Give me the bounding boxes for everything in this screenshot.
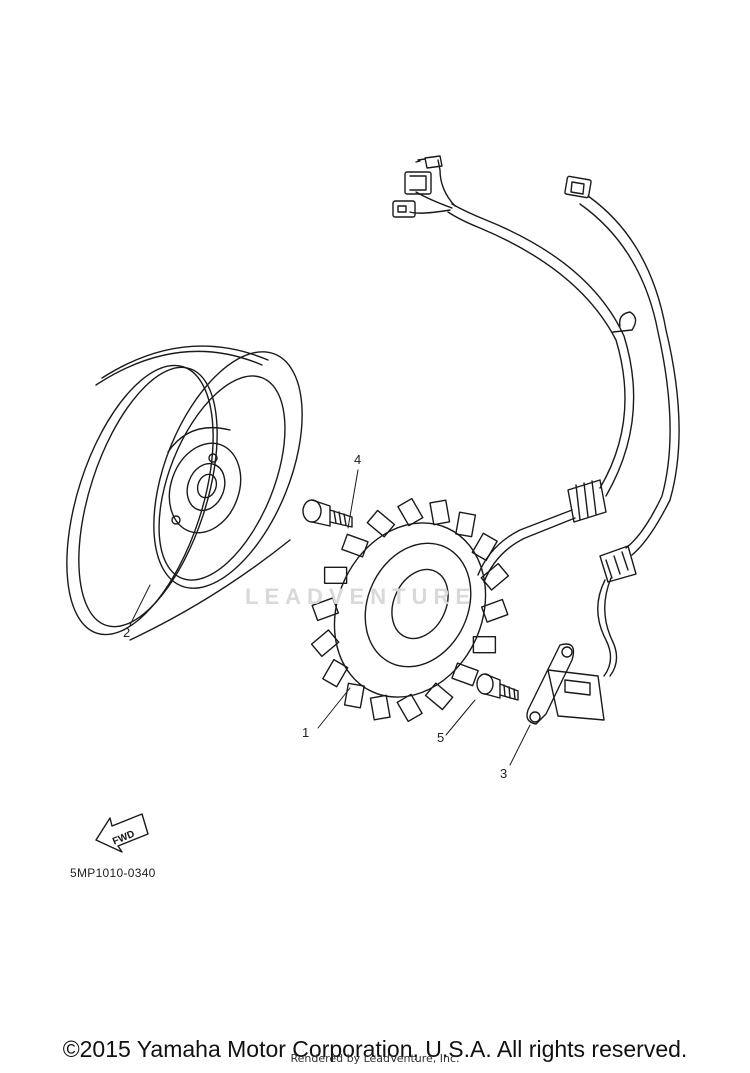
stator-assembly (310, 497, 510, 723)
stator-tooth (341, 533, 369, 558)
stator-tooth (480, 598, 509, 623)
stator-tooth (429, 499, 451, 526)
fwd-label: FWD (111, 829, 136, 848)
stator-tooth (397, 497, 424, 527)
stator-tooth (311, 597, 340, 622)
bolt-part-5 (476, 673, 519, 701)
callout-4: 4 (354, 452, 361, 467)
wire-harness (392, 155, 680, 677)
stator-tooth (366, 509, 396, 538)
copyright-notice: ©2015 Yamaha Motor Corporation, U.S.A. A… (62, 1036, 688, 1062)
stator-tooth (455, 511, 477, 538)
stator-tooth (322, 658, 349, 688)
stator-tooth (396, 693, 423, 723)
stator-tooth (369, 694, 391, 721)
stator-tooth (343, 682, 365, 709)
stator-tooth (310, 629, 340, 658)
stator-tooth (472, 635, 497, 654)
stator-tooth (451, 662, 479, 687)
stator-tooth (424, 682, 454, 711)
callout-3: 3 (500, 766, 507, 781)
watermark-logo: LEADVENTURE (245, 584, 477, 609)
stator-tooth (471, 532, 498, 562)
rendered-by-note: Rendered by LeadVenture, Inc. (290, 1052, 460, 1065)
diagram-code: 5MP1010-0340 (70, 866, 156, 880)
flywheel-rotor (66, 345, 303, 641)
leader-lines (129, 469, 531, 766)
pickup-coil (526, 643, 605, 725)
callout-5: 5 (437, 730, 444, 745)
stator-tooth (323, 566, 348, 585)
fwd-arrow-icon: FWD (95, 813, 149, 853)
callout-2: 2 (123, 625, 130, 640)
bolt-part-4 (302, 499, 353, 528)
callout-1: 1 (302, 725, 309, 740)
